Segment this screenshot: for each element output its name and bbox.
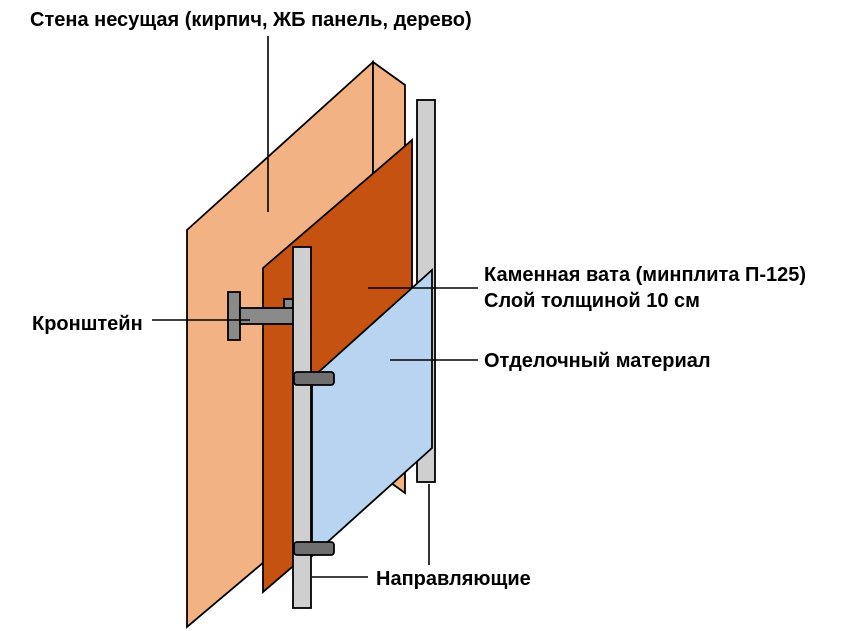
label-insulation-line1: Каменная вата (минплита П-125) xyxy=(484,264,806,286)
label-finish-material: Отделочный материал xyxy=(484,350,711,372)
finish-panel xyxy=(311,267,433,559)
wall-bracket-arm xyxy=(239,307,295,325)
wall-bracket-flange xyxy=(227,291,241,341)
rail-left xyxy=(292,246,312,609)
label-insulation-line2: Слой толщиной 10 см xyxy=(484,290,700,312)
label-load-bearing-wall: Стена несущая (кирпич, ЖБ панель, дерево… xyxy=(30,9,472,31)
panel-fastener-bottom xyxy=(293,541,335,556)
label-bracket: Кронштейн xyxy=(32,313,143,335)
panel-fastener-top xyxy=(293,371,335,386)
label-rails: Направляющие xyxy=(376,568,531,590)
